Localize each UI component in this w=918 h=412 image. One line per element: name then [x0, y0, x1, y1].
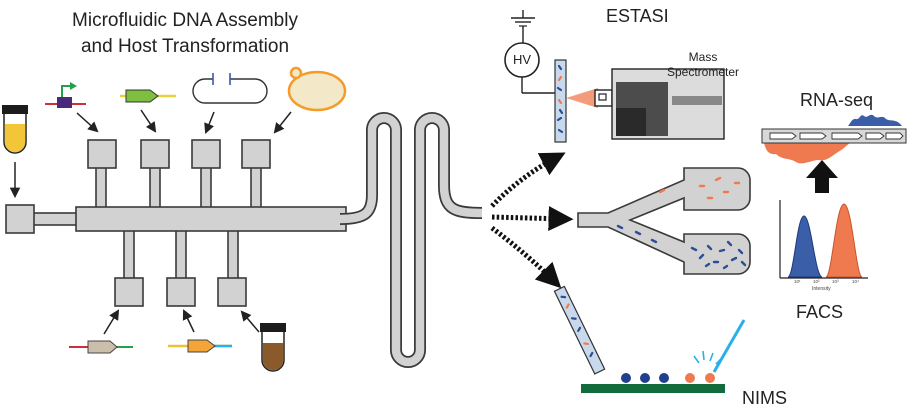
- culture-tube-yellow-icon: [2, 105, 28, 199]
- promoter-dna-part-icon: [45, 82, 99, 133]
- chip-title: Microfluidic DNA Assembly and Host Trans…: [40, 8, 330, 60]
- bottom-dna-part-2-icon: [168, 309, 232, 353]
- mass-spectrometer-label-line-2: Spectrometer: [666, 65, 740, 79]
- chip-title-line-2: and Host Transformation: [80, 36, 290, 57]
- chamber-top-3: [191, 139, 221, 169]
- facs-tick: 10¹: [794, 279, 801, 284]
- microfluidic-chip: [5, 139, 347, 307]
- chamber-inlet: [5, 204, 35, 234]
- nims-label: NIMS: [742, 388, 787, 408]
- estasi-label: ESTASI: [606, 6, 669, 26]
- facs-to-rnaseq-arrow: [806, 160, 838, 193]
- arrow-to-nims: [490, 225, 562, 289]
- bottom-dna-part-1-icon: [69, 309, 133, 354]
- chamber-bottom-2: [166, 277, 196, 307]
- facs-tick: 10³: [832, 279, 839, 284]
- arrow-to-estasi: [490, 152, 566, 208]
- chamber-bottom-1: [114, 277, 144, 307]
- arrow-to-sorter: [491, 206, 574, 232]
- droplet-sorter: [577, 167, 751, 275]
- laser-beam: [712, 319, 746, 373]
- rnaseq-plot: [761, 114, 907, 164]
- estasi-setup: [504, 10, 725, 143]
- nims-setup: [553, 285, 746, 393]
- culture-tube-brown-icon: [240, 310, 286, 372]
- chamber-top-1: [87, 139, 117, 169]
- output-arrows: [490, 152, 574, 289]
- plasmid-icon: [192, 73, 268, 134]
- chamber-top-4: [241, 139, 271, 169]
- chamber-bottom-3: [217, 277, 247, 307]
- hv-label: HV: [512, 52, 532, 67]
- chamber-top-2: [140, 139, 170, 169]
- gene-dna-part-icon: [120, 89, 176, 133]
- facs-histogram: [779, 200, 868, 279]
- serpentine-channel: [339, 112, 483, 368]
- mass-spectrometer-label-line-1: Mass: [688, 50, 718, 64]
- main-channel: [75, 206, 347, 232]
- mass-spectrometer-label: Mass Spectrometer: [648, 50, 758, 80]
- facs-axis-label: Intensity: [812, 286, 831, 292]
- chip-title-line-1: Microfluidic DNA Assembly: [72, 10, 298, 31]
- rnaseq-label: RNA-seq: [800, 90, 874, 110]
- facs-tick: 10²: [813, 279, 820, 284]
- yeast-cell-icon: [273, 66, 347, 134]
- nims-chip: [581, 384, 725, 393]
- facs-label: FACS: [796, 302, 844, 322]
- facs-tick: 10⁴: [852, 279, 859, 284]
